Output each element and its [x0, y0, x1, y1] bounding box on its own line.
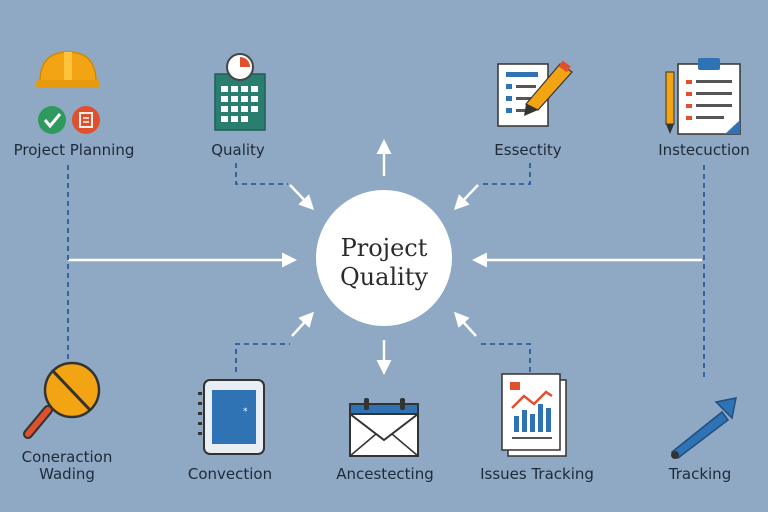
node-label-wading: Wading	[39, 465, 95, 483]
center-title-line2: Quality	[340, 263, 428, 291]
magnifier-icon	[23, 361, 101, 439]
node-label-convection: Convection	[187, 465, 273, 483]
node-label-project-planning: Project Planning	[13, 141, 135, 159]
dashed-connectors	[67, 163, 705, 378]
calendar-clock-icon	[214, 53, 266, 131]
node-label-instecuction: Instecuction	[658, 141, 750, 159]
svg-text:*: *	[243, 407, 248, 417]
document-pencil-icon	[497, 60, 573, 127]
center-title-line1: Project	[340, 234, 428, 262]
connector-upper-right	[453, 184, 479, 211]
center-circle	[316, 190, 452, 326]
node-label-coneraction: Coneraction	[21, 448, 113, 466]
node-label-issues-tracking: Issues Tracking	[480, 465, 594, 483]
dashed-quality	[235, 163, 288, 185]
hardhat-check-list-icon	[36, 51, 100, 134]
dashed-convection	[235, 343, 290, 372]
connector-upper-left	[289, 184, 315, 211]
calendar-envelope-icon	[349, 398, 419, 457]
dashed-essectity	[480, 163, 531, 185]
center-title: Project Quality	[324, 234, 444, 292]
dashed-issues-tracking	[478, 343, 531, 372]
report-chart-icon	[501, 373, 567, 457]
arrow-pen-icon	[670, 397, 737, 459]
node-label-tracking: Tracking	[668, 465, 732, 483]
connector-lower-left	[291, 311, 315, 337]
connector-lower-right	[453, 311, 477, 337]
node-label-quality: Quality	[211, 141, 265, 159]
node-label-essectity: Essectity	[494, 141, 562, 159]
solid-connectors	[68, 139, 702, 375]
node-label-ancestecting: Ancestecting	[336, 465, 434, 483]
tablet-icon: *	[198, 379, 265, 455]
clipboard-pencil-icon	[665, 58, 741, 135]
node-label-coneraction-wading: Coneraction Wading	[0, 449, 134, 483]
